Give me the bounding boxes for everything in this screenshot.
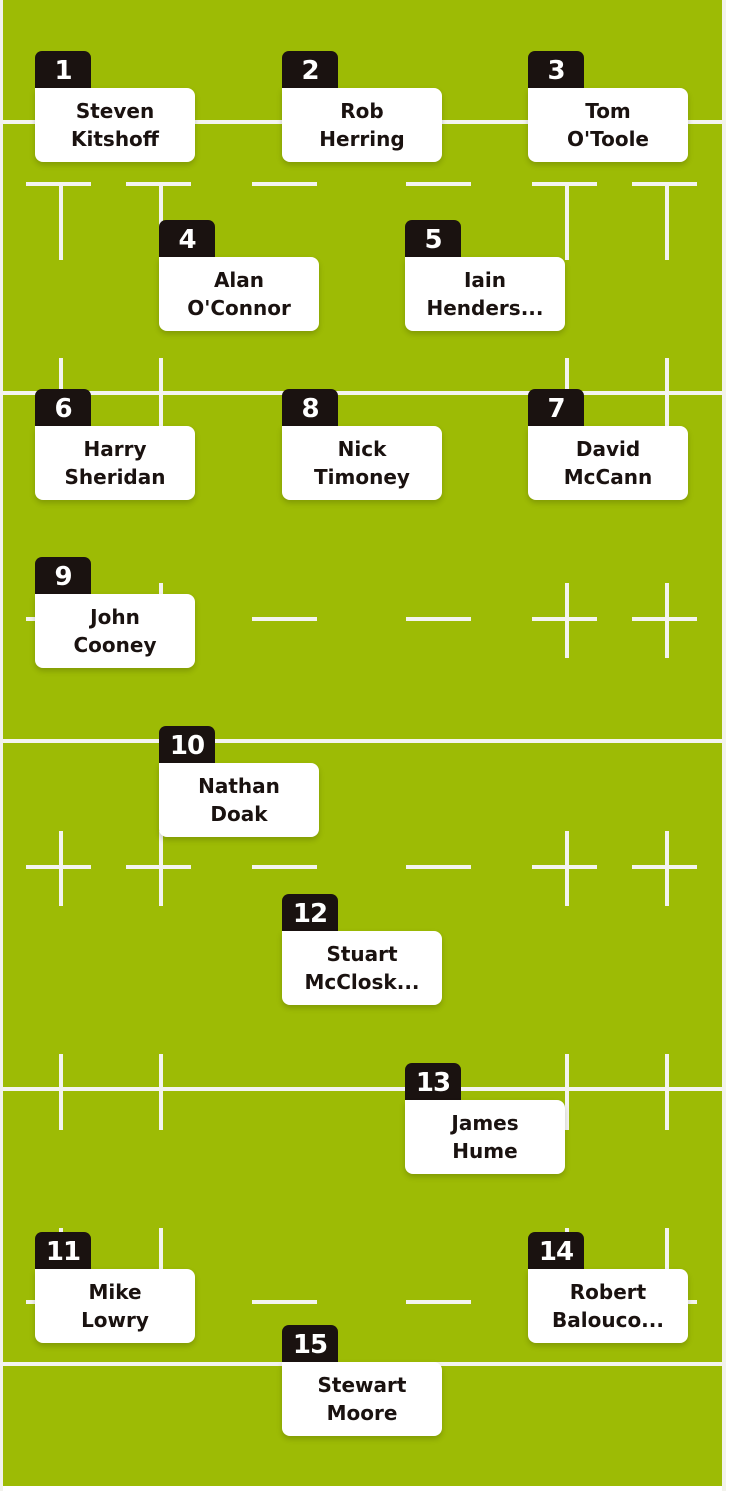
player-number: 6 xyxy=(35,389,91,429)
player-name: Harry Sheridan xyxy=(64,437,166,489)
post-mark xyxy=(565,1054,569,1130)
player-name: Alan O'Connor xyxy=(187,268,291,320)
player-number: 4 xyxy=(159,220,215,260)
dash-mark xyxy=(632,182,697,186)
dash-mark xyxy=(406,1300,471,1304)
dash-mark xyxy=(532,865,597,869)
player-number: 7 xyxy=(528,389,584,429)
player-name: Stuart McClosk... xyxy=(304,942,420,994)
dash-mark xyxy=(252,1300,317,1304)
dash-mark xyxy=(252,865,317,869)
dash-mark xyxy=(126,182,191,186)
player-name: David McCann xyxy=(563,437,653,489)
player-number: 1 xyxy=(35,51,91,91)
post-mark xyxy=(159,1054,163,1130)
player-number: 8 xyxy=(282,389,338,429)
player-name: John Cooney xyxy=(73,605,157,657)
player-number: 14 xyxy=(528,1232,584,1272)
player-number: 2 xyxy=(282,51,338,91)
dash-mark xyxy=(406,865,471,869)
post-mark xyxy=(665,358,669,428)
player-name: Rob Herring xyxy=(319,99,405,151)
player-number: 11 xyxy=(35,1232,91,1272)
player-number: 15 xyxy=(282,1325,338,1365)
player-number: 10 xyxy=(159,726,215,766)
player-name: Robert Balouco... xyxy=(552,1280,664,1332)
pitch-line xyxy=(3,739,722,743)
post-mark xyxy=(565,583,569,658)
post-mark xyxy=(59,1054,63,1130)
post-mark xyxy=(59,831,63,906)
player-name: Mike Lowry xyxy=(81,1280,149,1332)
dash-mark xyxy=(26,182,91,186)
dash-mark xyxy=(26,865,91,869)
player-name: Nick Timoney xyxy=(314,437,410,489)
dash-mark xyxy=(532,617,597,621)
player-number: 13 xyxy=(405,1063,461,1103)
player-name: James Hume xyxy=(451,1111,519,1163)
dash-mark xyxy=(532,182,597,186)
dash-mark xyxy=(406,182,471,186)
player-name: Tom O'Toole xyxy=(566,99,649,151)
player-name: Steven Kitshoff xyxy=(71,99,159,151)
post-mark xyxy=(665,1054,669,1130)
dash-mark xyxy=(252,182,317,186)
player-name: Nathan Doak xyxy=(198,774,280,826)
pitch-line xyxy=(3,1087,722,1091)
player-name: Stewart Moore xyxy=(317,1373,407,1425)
dash-mark xyxy=(632,617,697,621)
dash-mark xyxy=(406,617,471,621)
post-mark xyxy=(565,831,569,906)
player-number: 9 xyxy=(35,557,91,597)
post-mark xyxy=(665,583,669,658)
post-mark xyxy=(159,358,163,428)
pitch-line xyxy=(3,391,722,395)
post-mark xyxy=(59,182,63,260)
player-number: 3 xyxy=(528,51,584,91)
post-mark xyxy=(665,182,669,260)
player-number: 12 xyxy=(282,894,338,934)
player-name: Iain Henders... xyxy=(426,268,544,320)
post-mark xyxy=(159,1228,163,1302)
post-mark xyxy=(665,831,669,906)
touchline-left xyxy=(0,0,3,1491)
touchline-right xyxy=(722,0,726,1491)
player-number: 5 xyxy=(405,220,461,260)
dash-mark xyxy=(632,865,697,869)
rugby-pitch xyxy=(3,0,722,1486)
post-mark xyxy=(665,1228,669,1302)
post-mark xyxy=(565,182,569,260)
dash-mark xyxy=(126,865,191,869)
post-mark xyxy=(159,831,163,906)
dash-mark xyxy=(252,617,317,621)
